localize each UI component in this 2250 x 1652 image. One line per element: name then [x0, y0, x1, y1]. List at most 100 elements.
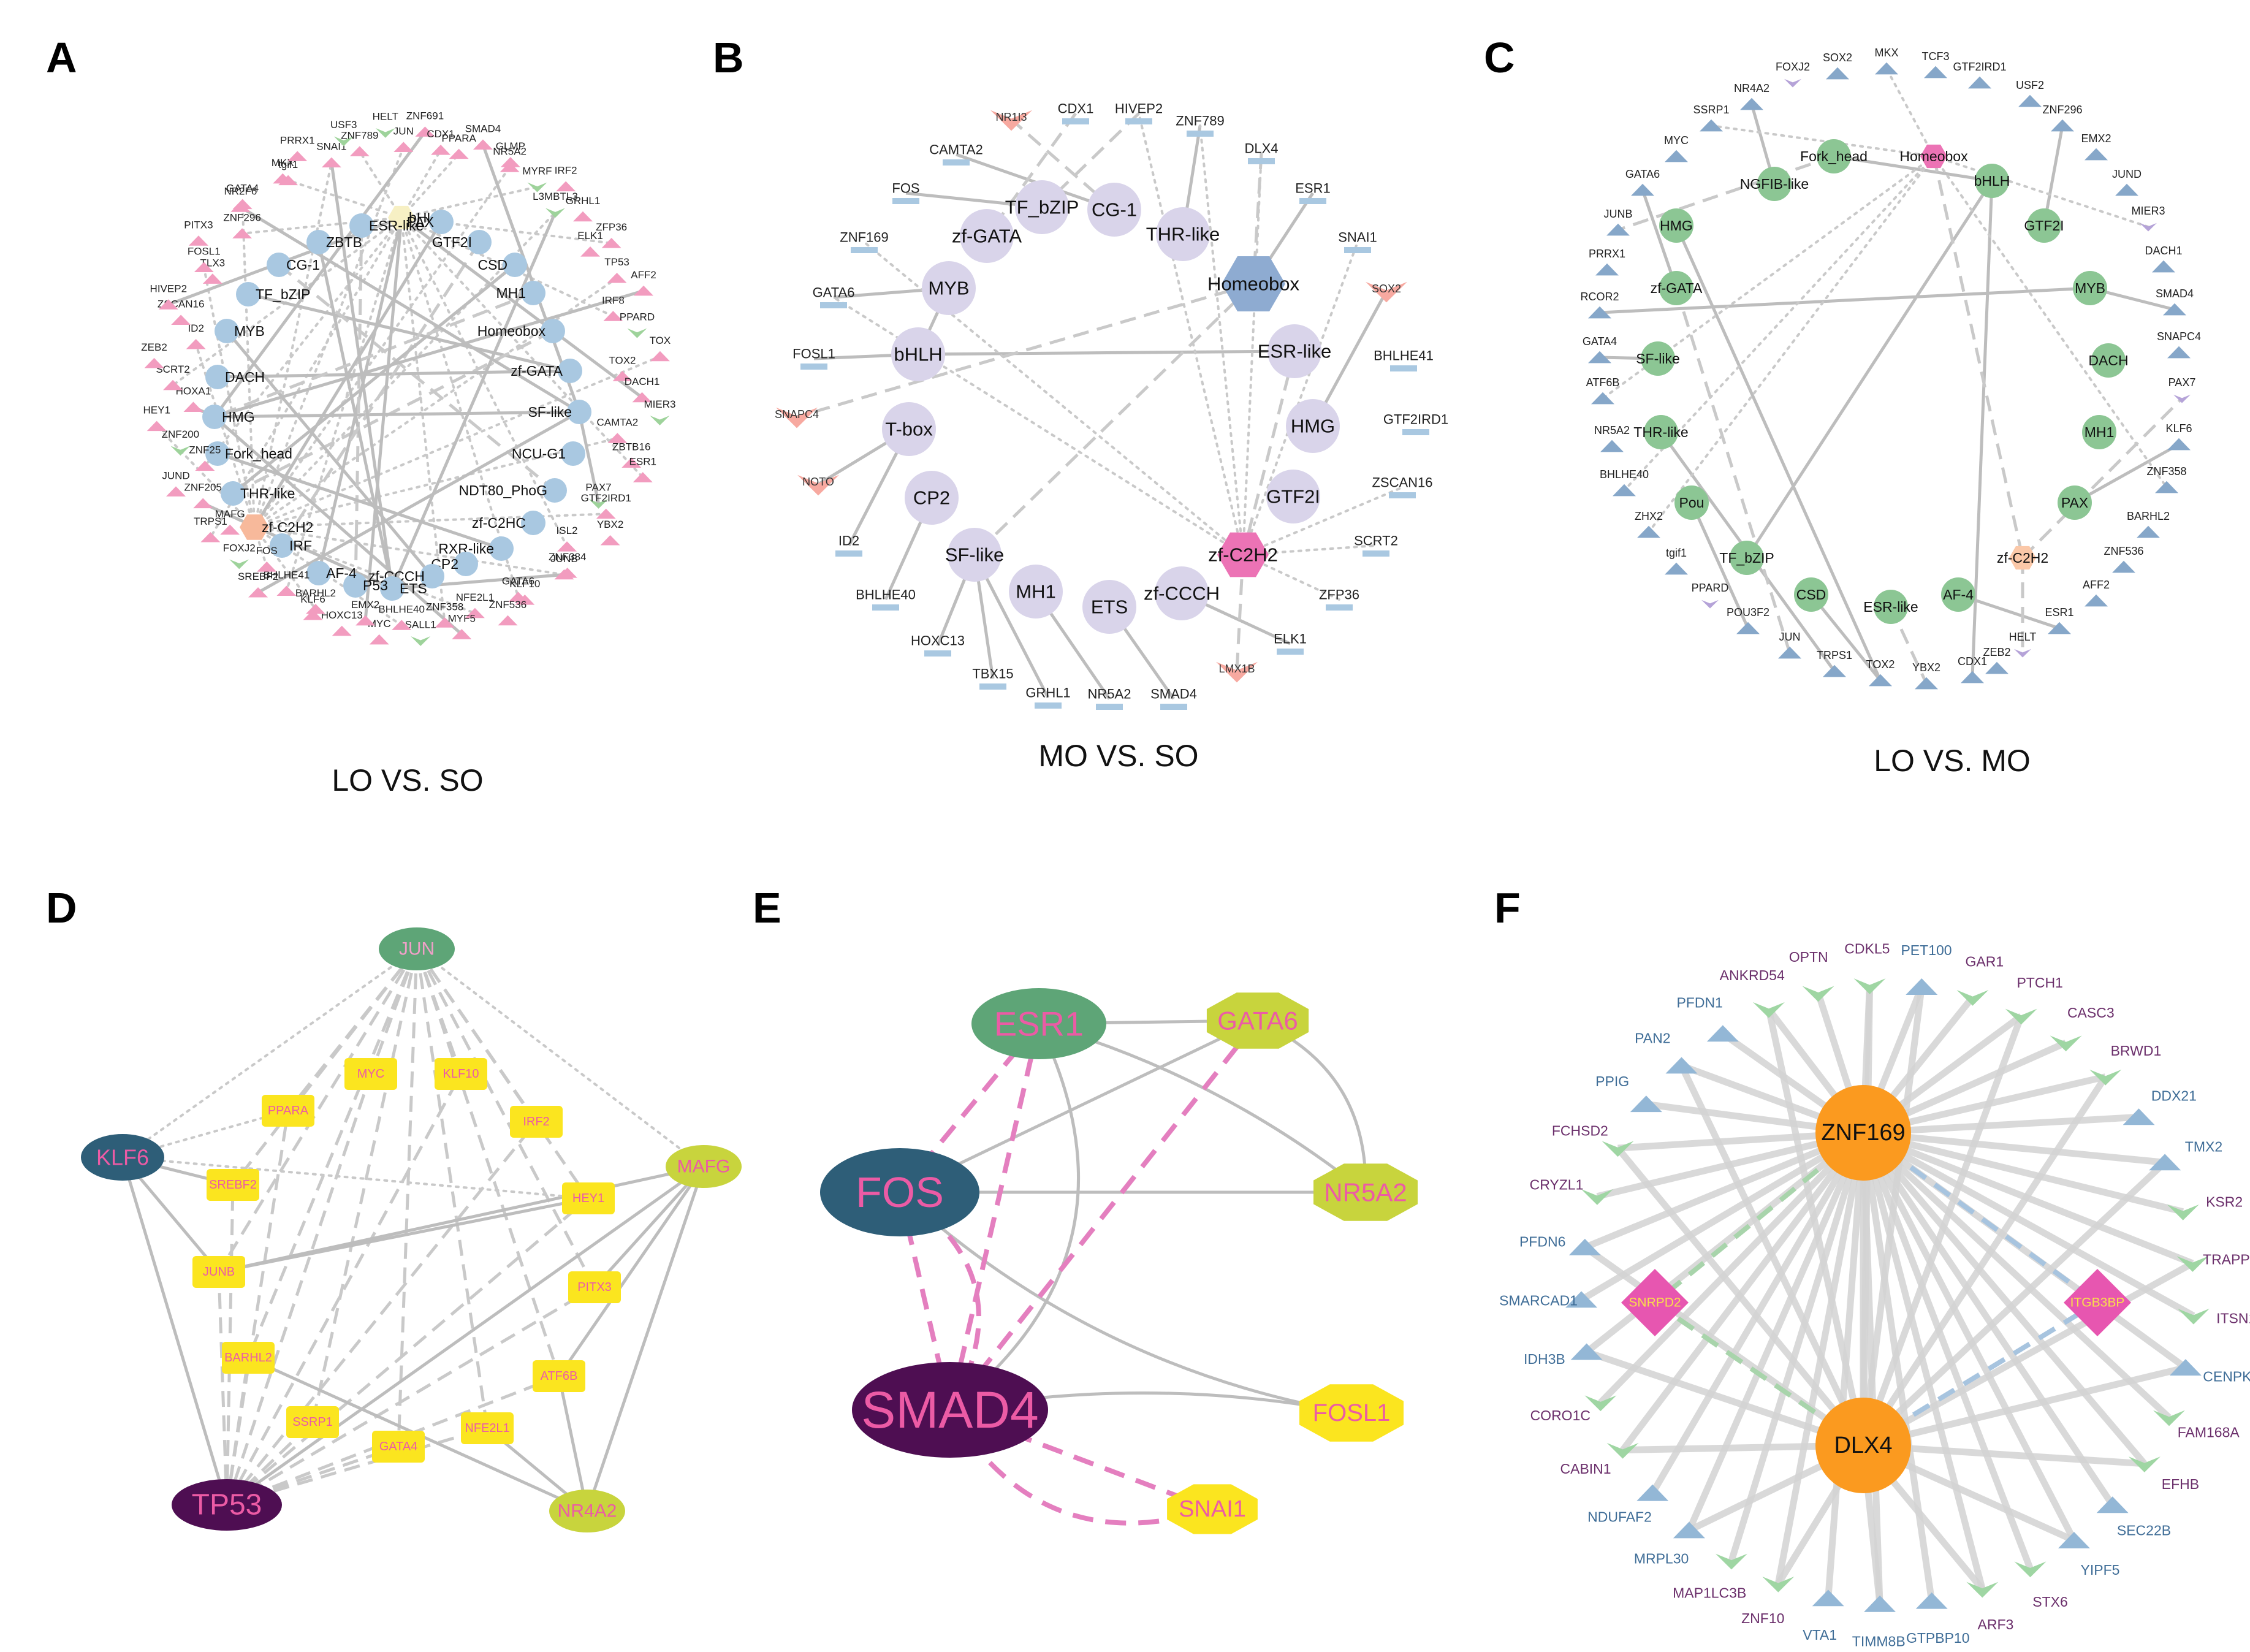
node-f-optn[interactable] — [1802, 986, 1834, 1002]
node-a-out-zfp36[interactable] — [601, 238, 621, 248]
node-b-out-grhl1[interactable] — [1035, 702, 1062, 709]
node-f-hub-dlx4[interactable] — [1815, 1398, 1911, 1493]
node-f-mrpl30[interactable] — [1673, 1521, 1705, 1539]
node-a-out-nfe2l1[interactable] — [465, 607, 485, 619]
node-f-znf10[interactable] — [1762, 1576, 1795, 1593]
node-c-out-trps1[interactable] — [1823, 664, 1846, 677]
node-c-out-rcor2[interactable] — [1588, 306, 1611, 319]
node-a-out-zscan16[interactable] — [171, 314, 191, 325]
node-a-out-pitx3[interactable] — [188, 235, 208, 246]
node-a-out-znf536[interactable] — [498, 615, 518, 626]
node-a-out-znf25[interactable] — [195, 460, 215, 471]
node-a-out-foxj2[interactable] — [229, 559, 249, 569]
node-c-zf-gata[interactable] — [1659, 271, 1693, 305]
node-c-out-esr1[interactable] — [2048, 622, 2071, 634]
node-c-mh1[interactable] — [2082, 415, 2116, 449]
node-a-out-srebf2[interactable] — [248, 587, 268, 598]
node-b-cp2[interactable] — [905, 471, 959, 525]
node-c-out-ppard[interactable] — [1701, 600, 1719, 609]
node-f-pan2[interactable] — [1665, 1057, 1698, 1074]
node-f-fchsd2[interactable] — [1602, 1141, 1634, 1157]
node-c-gtf2i[interactable] — [2027, 208, 2061, 243]
node-c-out-prrx1[interactable] — [1595, 263, 1619, 276]
node-c-out-helt[interactable] — [2014, 649, 2031, 658]
node-c-out-emx2[interactable] — [2085, 148, 2108, 161]
node-d-atf6b[interactable] — [533, 1360, 585, 1392]
node-b-out-gata6[interactable] — [820, 302, 847, 308]
node-a-out-glmp[interactable] — [500, 157, 520, 167]
node-d-myc[interactable] — [344, 1058, 397, 1090]
node-b-tf-bzip[interactable] — [1015, 180, 1069, 234]
node-a-esr-like[interactable] — [349, 213, 374, 238]
node-a-out-znf789[interactable] — [349, 146, 370, 156]
node-a-out-helt[interactable] — [375, 128, 395, 138]
node-b-zf-ccch[interactable] — [1155, 566, 1209, 620]
node-d-klf10[interactable] — [435, 1058, 487, 1090]
node-f-ppig[interactable] — [1630, 1095, 1662, 1113]
node-f-gar1[interactable] — [1956, 990, 1989, 1006]
node-c-out-dach1[interactable] — [2152, 260, 2175, 273]
node-f-cdkl5[interactable] — [1853, 978, 1886, 994]
node-a-zbtb[interactable] — [306, 230, 331, 254]
node-a-tf-bzip[interactable] — [236, 282, 260, 306]
node-c-out-znf358[interactable] — [2155, 481, 2178, 493]
node-f-pfdn1[interactable] — [1706, 1025, 1739, 1042]
node-c-out-zhx2[interactable] — [1637, 525, 1660, 538]
node-c-csd[interactable] — [1794, 577, 1828, 612]
node-b-out-sox2[interactable] — [1366, 281, 1407, 303]
node-d-hub-jun[interactable] — [379, 927, 455, 970]
node-c-out-tox2[interactable] — [1869, 674, 1892, 687]
node-d-hub-mafg[interactable] — [666, 1145, 742, 1188]
node-c-out-jun[interactable] — [1778, 646, 1801, 659]
node-a-zf-c2h2[interactable] — [240, 514, 269, 540]
node-a-out-aff2[interactable] — [634, 285, 654, 296]
node-d-irf2[interactable] — [510, 1106, 563, 1138]
node-a-out-myf5[interactable] — [452, 629, 472, 639]
node-b-out-nr5a2[interactable] — [1096, 704, 1123, 710]
node-c-homeobox[interactable] — [1920, 144, 1947, 169]
node-a-out-cdx1[interactable] — [431, 145, 451, 155]
node-a-out-emx2[interactable] — [355, 615, 376, 626]
node-f-brwd1[interactable] — [2089, 1069, 2122, 1086]
node-a-out-pax7[interactable] — [588, 498, 609, 509]
node-c-fork-head[interactable] — [1817, 139, 1851, 173]
node-a-out-mafg[interactable] — [220, 524, 240, 535]
node-a-out-tox2[interactable] — [612, 371, 633, 381]
node-f-idh3b[interactable] — [1570, 1343, 1603, 1360]
node-a-out-barhl2[interactable] — [305, 603, 325, 614]
node-f-casc3[interactable] — [2050, 1035, 2082, 1052]
node-a-out-gata4[interactable] — [232, 199, 253, 210]
node-c-out-foxj2[interactable] — [1784, 78, 1801, 88]
node-b-out-hivep2[interactable] — [1125, 118, 1152, 124]
node-c-out-tcf3[interactable] — [1924, 66, 1947, 78]
node-e-nr5a2[interactable] — [1313, 1163, 1418, 1221]
node-b-thr-like[interactable] — [1156, 207, 1210, 261]
node-c-out-zeb2[interactable] — [1985, 661, 2009, 674]
node-a-out-sall1[interactable] — [411, 636, 431, 646]
node-a-out-camta2[interactable] — [607, 433, 628, 443]
node-c-out-aff2[interactable] — [2085, 594, 2108, 607]
node-b-out-znf169[interactable] — [851, 247, 878, 253]
node-a-zf-ccch[interactable] — [420, 564, 444, 588]
node-c-out-usf2[interactable] — [2018, 94, 2042, 107]
node-c-esr-like[interactable] — [1874, 590, 1908, 624]
node-a-out-myrf[interactable] — [527, 182, 547, 192]
node-b-out-gtf2ird1[interactable] — [1402, 429, 1429, 435]
node-e-snai1[interactable] — [1167, 1484, 1258, 1534]
node-e-gata6[interactable] — [1206, 992, 1309, 1049]
node-a-out-tox[interactable] — [650, 351, 670, 362]
node-a-out-znf296[interactable] — [232, 228, 253, 238]
node-b-zf-gata[interactable] — [960, 209, 1014, 263]
node-e-fosl1[interactable] — [1299, 1384, 1404, 1442]
node-a-out-znf691[interactable] — [415, 126, 435, 137]
node-a-out-tgif1[interactable] — [278, 175, 298, 186]
node-b-gtf2i[interactable] — [1266, 470, 1320, 523]
node-a-out-tp53[interactable] — [607, 272, 627, 283]
node-c-zf-c2h2[interactable] — [2009, 546, 2036, 570]
node-c-out-ssrp1[interactable] — [1700, 119, 1723, 132]
node-f-sec22b[interactable] — [2096, 1496, 2129, 1513]
node-a-fork-head[interactable] — [205, 441, 230, 466]
node-a-out-hivep2[interactable] — [158, 299, 178, 310]
node-b-out-camta2[interactable] — [943, 159, 970, 166]
node-f-trappc9[interactable] — [2176, 1256, 2209, 1272]
